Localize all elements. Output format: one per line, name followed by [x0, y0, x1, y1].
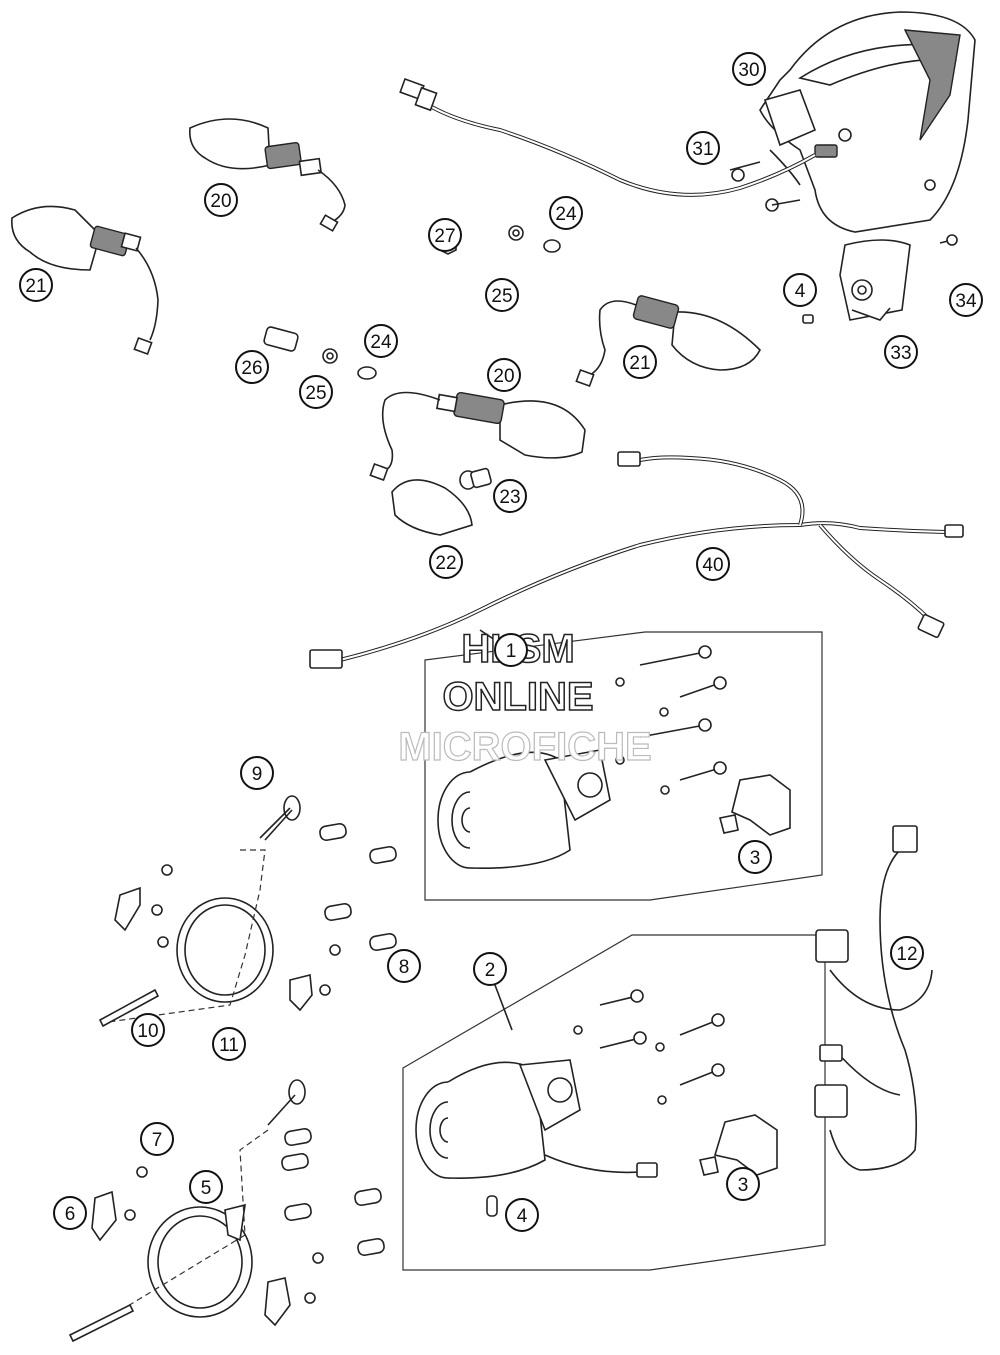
wiring-harness-12 — [814, 825, 933, 1171]
turn-signal-20-lower — [369, 391, 586, 482]
svg-text:7: 7 — [152, 1130, 163, 1151]
callout-31: 31 — [686, 131, 720, 165]
cable-harness-40 — [309, 451, 964, 669]
headlight-mount-5 — [68, 1079, 324, 1343]
callout-5: 5 — [189, 1170, 223, 1204]
svg-text:25: 25 — [305, 383, 326, 404]
bolt-9 — [259, 795, 301, 841]
spacers-8 — [319, 822, 397, 952]
turn-signal-21-lower — [575, 295, 761, 388]
svg-text:22: 22 — [435, 553, 456, 574]
callout-33: 33 — [884, 335, 918, 369]
callout-4: 4 — [783, 273, 817, 307]
signal-lens-22 — [391, 479, 473, 536]
headlight-assembly-1 — [424, 629, 823, 901]
svg-text:34: 34 — [955, 291, 977, 312]
callout-12: 12 — [890, 936, 924, 970]
svg-text:4: 4 — [795, 281, 806, 302]
svg-text:1: 1 — [506, 641, 517, 662]
svg-text:8: 8 — [399, 957, 410, 978]
bulb-23 — [459, 467, 492, 490]
turn-signal-20-upper — [188, 118, 346, 232]
callout-25: 25 — [485, 278, 519, 312]
callout-3: 3 — [738, 840, 772, 874]
headlight-mount-11 — [98, 849, 341, 1028]
svg-text:25: 25 — [491, 286, 512, 307]
watermark-line3: MICROFICHE — [398, 725, 651, 769]
svg-text:12: 12 — [896, 944, 917, 965]
svg-text:24: 24 — [555, 204, 577, 225]
svg-text:4: 4 — [517, 1206, 528, 1227]
svg-text:5: 5 — [201, 1178, 212, 1199]
screw-34 — [939, 234, 958, 246]
callout-24: 24 — [549, 196, 583, 230]
svg-text:40: 40 — [702, 555, 723, 576]
svg-text:9: 9 — [252, 764, 263, 785]
callout-22: 22 — [429, 545, 463, 579]
callout-25-b: 25 — [299, 375, 333, 409]
svg-text:21: 21 — [25, 276, 46, 297]
svg-text:20: 20 — [210, 191, 231, 212]
callout-23: 23 — [493, 479, 527, 513]
svg-text:20: 20 — [493, 366, 514, 387]
callout-8: 8 — [387, 949, 421, 983]
callout-34: 34 — [949, 283, 983, 317]
callout-10: 10 — [131, 1013, 165, 1047]
callout-27: 27 — [428, 218, 462, 252]
callout-6: 6 — [53, 1196, 87, 1230]
callout-20-b: 20 — [487, 358, 521, 392]
callout-1: 1 — [494, 633, 528, 667]
svg-text:21: 21 — [629, 353, 650, 374]
callout-2: 2 — [473, 952, 507, 986]
svg-text:3: 3 — [738, 1175, 749, 1196]
turn-signal-21-upper — [11, 205, 159, 356]
svg-text:30: 30 — [738, 60, 759, 81]
callout-4-b: 4 — [505, 1198, 539, 1232]
svg-text:3: 3 — [750, 848, 761, 869]
bulb-4-upper — [802, 314, 814, 324]
callout-40: 40 — [696, 547, 730, 581]
nuts-washers-lower — [263, 326, 377, 380]
callout-26: 26 — [235, 350, 269, 384]
svg-text:31: 31 — [692, 139, 713, 160]
svg-text:10: 10 — [137, 1021, 158, 1042]
callout-24-b: 24 — [364, 324, 398, 358]
callout-7: 7 — [140, 1122, 174, 1156]
svg-text:27: 27 — [434, 226, 455, 247]
svg-text:23: 23 — [499, 487, 520, 508]
license-plate-light-33 — [839, 239, 911, 321]
screw-31 — [729, 161, 801, 212]
callout-30: 30 — [732, 52, 766, 86]
callout-21: 21 — [19, 268, 53, 302]
callout-3-b: 3 — [726, 1167, 760, 1201]
watermark-line2: ONLINE — [442, 675, 593, 719]
svg-text:33: 33 — [890, 343, 911, 364]
callout-21-b: 21 — [623, 345, 657, 379]
svg-text:11: 11 — [219, 1035, 239, 1056]
svg-text:2: 2 — [485, 960, 496, 981]
tail-light-wire — [399, 77, 816, 197]
svg-text:24: 24 — [370, 332, 392, 353]
spacers-lower — [281, 1127, 385, 1257]
headlight-assembly-2 — [402, 934, 826, 1271]
callout-20: 20 — [204, 183, 238, 217]
svg-text:26: 26 — [241, 358, 262, 379]
tail-light-assembly — [759, 11, 976, 233]
callout-9: 9 — [240, 756, 274, 790]
svg-text:6: 6 — [65, 1204, 76, 1225]
callout-11: 11 — [212, 1027, 246, 1061]
